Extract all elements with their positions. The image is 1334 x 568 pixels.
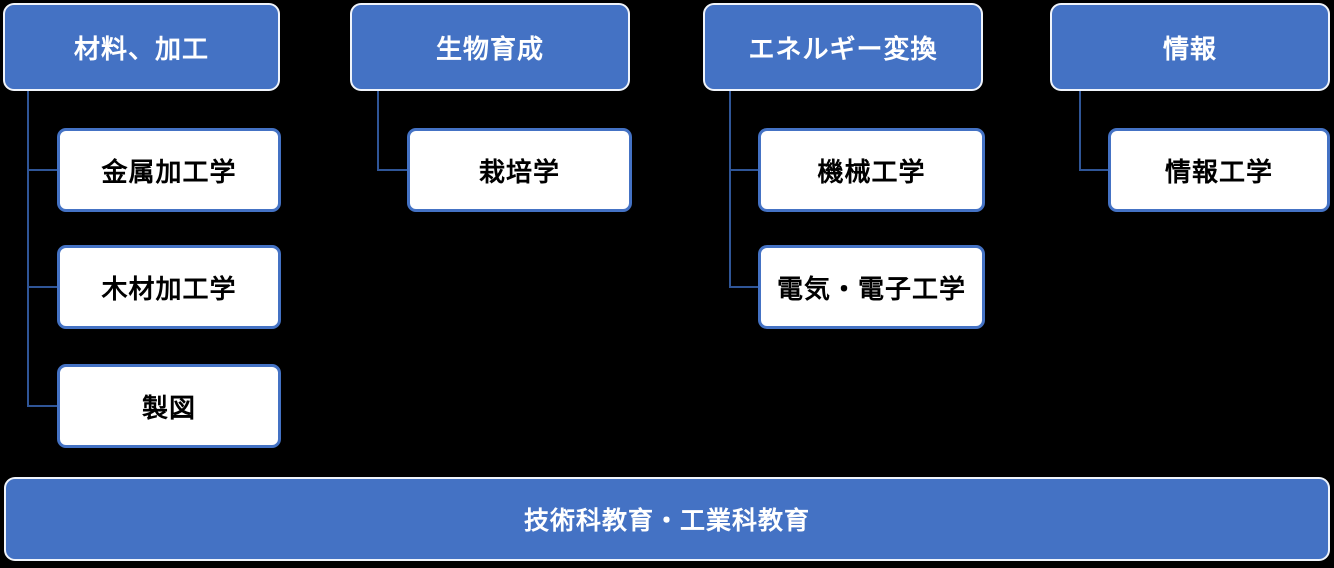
connector-line-vertical bbox=[1079, 91, 1081, 171]
subject-box-information-engineering: 情報工学 bbox=[1108, 128, 1330, 212]
connector-line-horizontal bbox=[1079, 169, 1108, 171]
subject-box-metalworking: 金属加工学 bbox=[57, 128, 281, 212]
base-bar-technical-industrial-education: 技術科教育・工業科教育 bbox=[4, 477, 1330, 561]
connector-line-horizontal bbox=[377, 169, 407, 171]
connector-line-horizontal bbox=[27, 405, 57, 407]
connector-line-horizontal bbox=[729, 286, 758, 288]
category-box-information: 情報 bbox=[1050, 3, 1330, 91]
category-box-energy-conversion: エネルギー変換 bbox=[703, 3, 983, 91]
category-box-materials-processing: 材料、加工 bbox=[3, 3, 280, 91]
connector-line-vertical bbox=[377, 91, 379, 171]
subject-box-woodworking: 木材加工学 bbox=[57, 245, 281, 329]
connector-line-horizontal bbox=[729, 169, 758, 171]
subject-box-electrical-electronic-engineering: 電気・電子工学 bbox=[758, 245, 985, 329]
connector-line-vertical bbox=[27, 91, 29, 407]
subject-box-cultivation: 栽培学 bbox=[407, 128, 632, 212]
subject-box-mechanical-engineering: 機械工学 bbox=[758, 128, 985, 212]
subject-box-drafting: 製図 bbox=[57, 364, 281, 448]
connector-line-horizontal bbox=[27, 169, 57, 171]
connector-line-horizontal bbox=[27, 286, 57, 288]
category-box-biological-cultivation: 生物育成 bbox=[350, 3, 630, 91]
connector-line-vertical bbox=[729, 91, 731, 288]
